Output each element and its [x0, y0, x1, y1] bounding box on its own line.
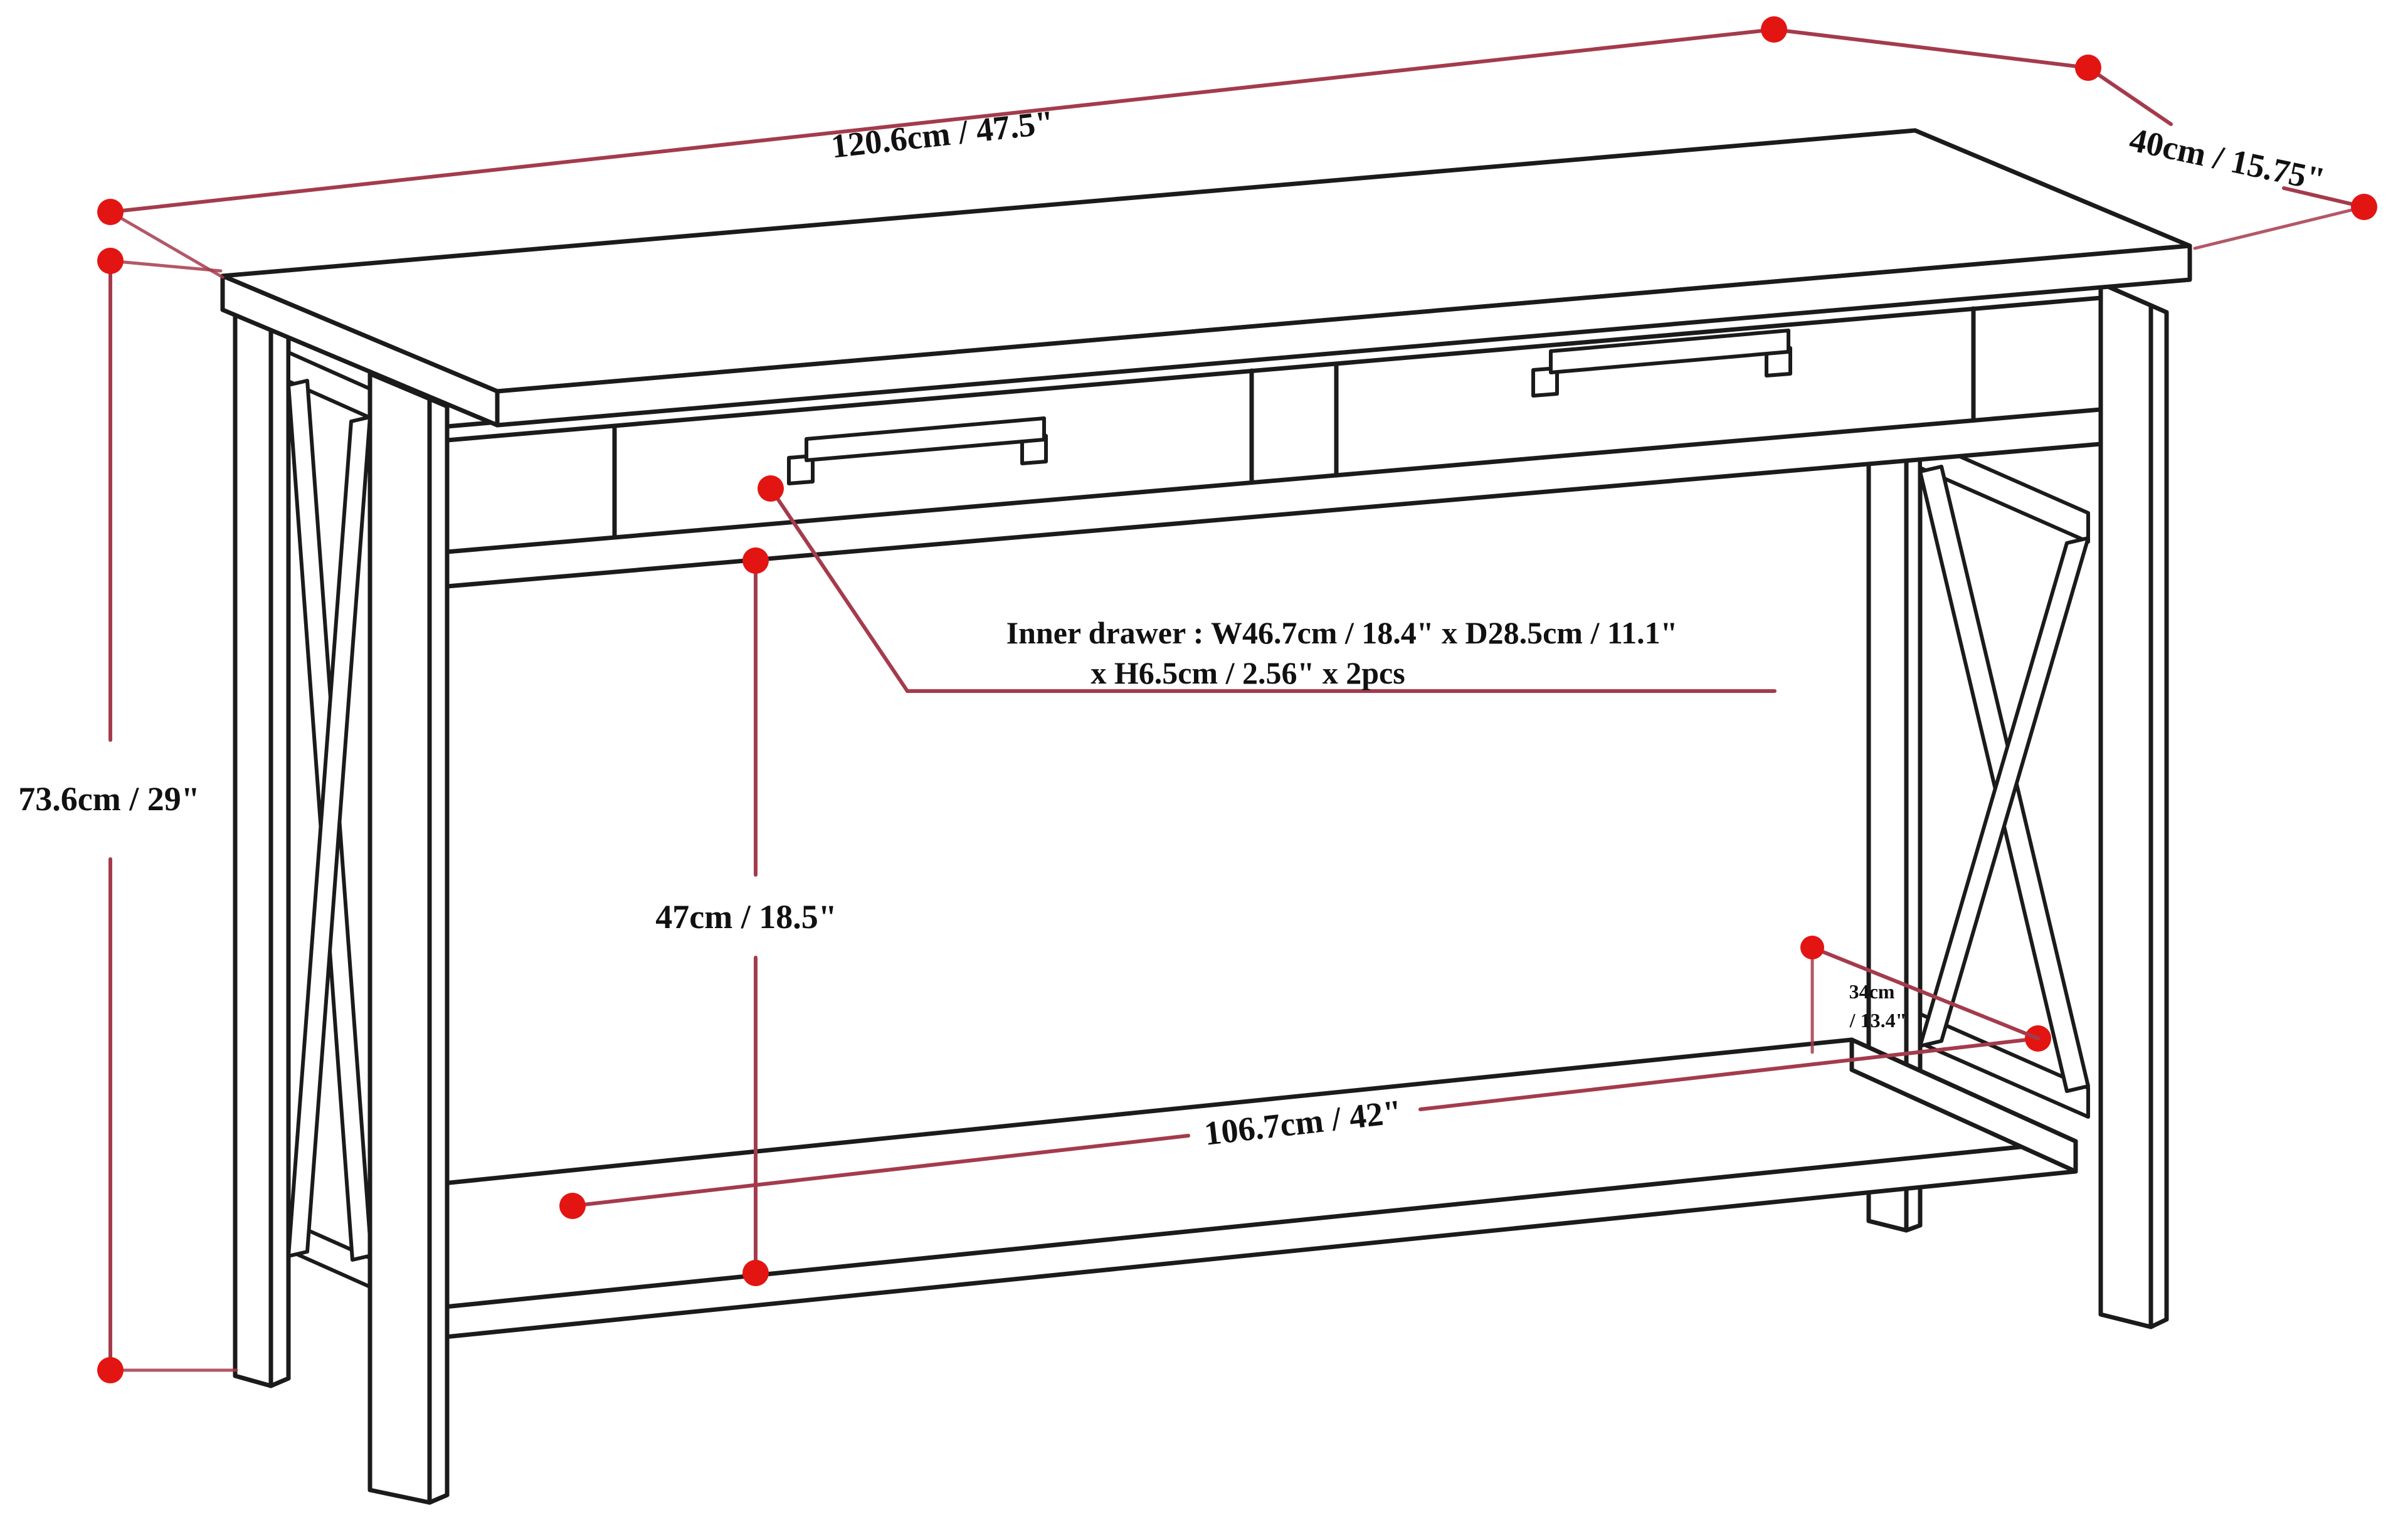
right-drawer-handle — [1531, 329, 1792, 398]
front-left-leg — [367, 371, 450, 1505]
inner-drawer-label-line2: x H6.5cm / 2.56" x 2pcs — [1090, 655, 1405, 690]
right-drawer-face — [1334, 306, 1976, 478]
dim-depth-label: 40cm / 15.75" — [2126, 120, 2328, 198]
inner-drawer-annotation: Inner drawer : W46.7cm / 18.4" x D28.5cm… — [758, 475, 1777, 693]
dim-clearance: 47cm / 18.5" — [655, 547, 837, 1286]
left-x-brace — [287, 351, 373, 1289]
back-left-leg — [233, 312, 291, 1388]
dim-endpoint-dot — [97, 199, 124, 225]
inner-drawer-label-line1: Inner drawer : W46.7cm / 18.4" x D28.5cm… — [1006, 615, 1678, 650]
dim-endpoint-dot — [559, 1193, 586, 1219]
dim-clearance-label: 47cm / 18.5" — [655, 898, 837, 936]
left-drawer-handle — [787, 416, 1048, 485]
dim-endpoint-dot — [2075, 55, 2101, 81]
left-drawer-face — [612, 368, 1254, 540]
dim-endpoint-dot — [1800, 936, 1824, 959]
dim-shelf-depth: 34cm / 13.4" — [1800, 936, 2040, 1054]
dim-height-label: 73.6cm / 29" — [18, 780, 199, 818]
dim-endpoint-dot — [2351, 194, 2377, 220]
bottom-shelf — [349, 1037, 2078, 1341]
drawer-apron — [445, 282, 2103, 589]
dim-endpoint-dot — [1761, 16, 1787, 43]
dim-width-label: 120.6cm / 47.5" — [829, 103, 1055, 166]
dim-endpoint-dot — [742, 1260, 769, 1286]
dim-shelf-depth-label-line2: / 13.4" — [1849, 1009, 1907, 1032]
tabletop — [220, 128, 2192, 428]
front-right-leg — [2098, 281, 2169, 1329]
dim-endpoint-dot — [97, 1357, 124, 1383]
right-x-brace — [1918, 437, 2090, 1119]
dim-height: 73.6cm / 29" — [18, 248, 238, 1383]
dim-shelf-depth-label-line1: 34cm — [1849, 980, 1895, 1003]
annotation-leader-dot — [758, 475, 784, 502]
dim-endpoint-dot — [97, 248, 124, 274]
dim-endpoint-dot — [742, 547, 769, 574]
